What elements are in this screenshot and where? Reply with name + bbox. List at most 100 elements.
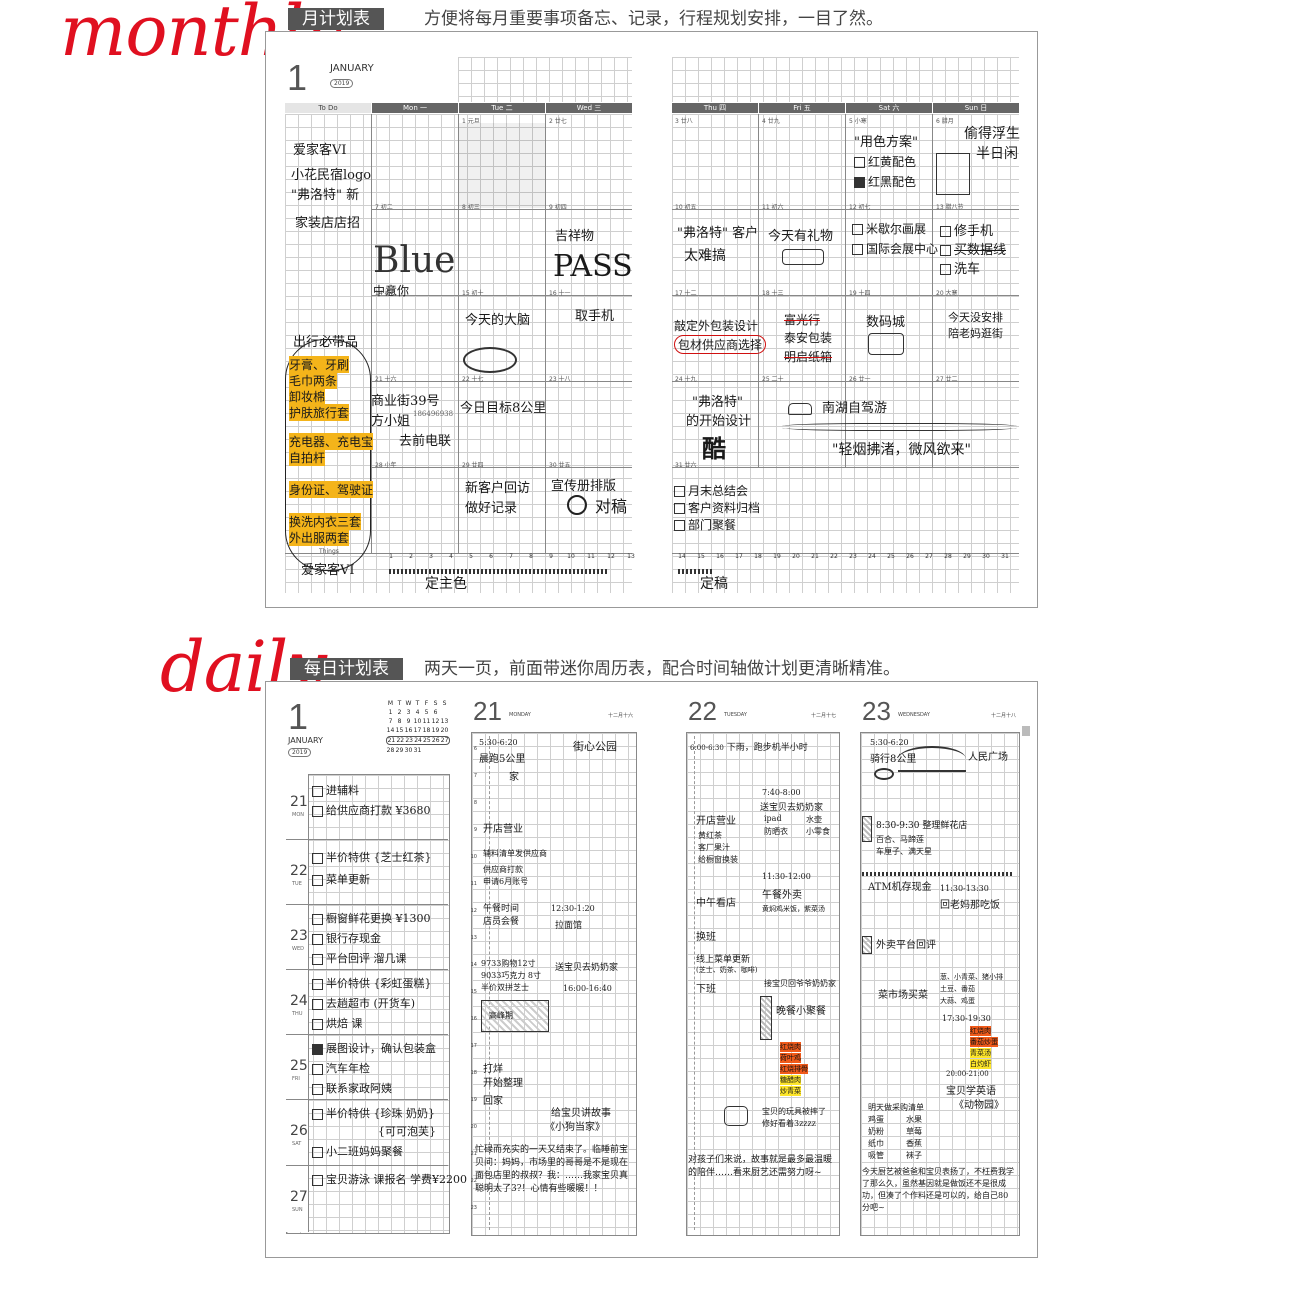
day-lunar: 十二月十八 <box>990 713 1016 719</box>
d21-open: 开店营业 <box>483 824 523 835</box>
week-item: 银行存现金 <box>312 930 381 946</box>
mini-cal-day: 22 <box>396 737 405 744</box>
checkbox-icon <box>312 785 323 797</box>
monthly-big-date: 1 <box>287 57 308 98</box>
week-item-text: 烘焙 课 <box>326 1017 363 1030</box>
d22-d4: 糖醋肉 <box>780 1075 801 1085</box>
mini-cal-day: 16 <box>404 727 413 734</box>
checkbox-icon <box>940 226 951 237</box>
day-label: 11 初六 <box>762 204 784 211</box>
checkbox-icon <box>312 1043 323 1055</box>
d22-open: 开店营业 <box>696 816 736 827</box>
note-yongse: "用色方案" <box>854 135 918 150</box>
hour-labels: 6 7 8 9 10 11 12 13 14 15 16 17 18 19 20… <box>465 736 477 1226</box>
todo-item: 家装店店招 <box>295 216 361 231</box>
d22-d2: 荷叶鸡 <box>780 1053 801 1063</box>
d21-lunch: 午餐时间 <box>483 904 520 914</box>
hour-label: 9 <box>473 827 477 833</box>
page-tab <box>1022 726 1030 736</box>
d23-s5: 纸巾 <box>868 1139 884 1148</box>
d23-shop: 明天做采购清单 <box>868 1103 924 1112</box>
week-row: 23 WED 橱窗鲜花更换 ¥1300 银行存现金 平台回评 溜几课 <box>286 904 448 970</box>
mini-cal-day: 7 <box>388 718 393 725</box>
checkbox-icon <box>854 177 865 188</box>
timeline-tick: 25 <box>887 553 895 560</box>
travel-item: 身份证、驾驶证 <box>289 481 374 498</box>
d23-ride-time: 5:30-6:20 <box>870 738 909 747</box>
note-zuohao: 做好记录 <box>465 501 518 516</box>
timeline-tick: 1 <box>389 553 393 560</box>
mini-cal-day: 25 <box>423 737 431 744</box>
note-pass: PASS <box>553 249 633 284</box>
week-day-num: 24 <box>290 993 308 1009</box>
timeline-tick: 7 <box>509 553 513 560</box>
d22-d5: 炒青菜 <box>780 1086 801 1096</box>
timeline-tick: 19 <box>773 553 781 560</box>
mini-cal-day: 6 <box>433 709 438 716</box>
week-row: 27 SUN 宝贝游泳 课报名 学费¥2200 <box>286 1165 467 1232</box>
week-item: 进辅料 <box>312 782 359 798</box>
week-item: 展图设计，确认包装盒 <box>312 1040 436 1056</box>
mini-cal-day: 8 <box>397 718 402 725</box>
week-item-text: 去趟超市 (开货车) <box>326 997 416 1010</box>
d21-run-time: 5:30-6:20 <box>479 738 518 747</box>
note-qushouji: 取手机 <box>575 309 615 324</box>
mini-cal-day: 11 <box>422 718 431 725</box>
note-jintian-mei: 今天没安排 <box>948 311 1003 324</box>
d21-lunch-time: 12:30-1:20 <box>551 904 595 913</box>
checkbox-icon <box>312 874 323 886</box>
d21-check: 辅料清单发供应商 <box>483 849 547 858</box>
day-timeline <box>692 736 695 1230</box>
mini-cal-day: 13 <box>440 718 449 725</box>
d23-class-time: 17:30-19:30 <box>942 1014 991 1023</box>
week-item-text: 汽车年检 <box>326 1062 370 1075</box>
timeline-tick: 8 <box>529 553 533 560</box>
week-item: 给供应商打款 ¥3680 <box>312 802 431 818</box>
d23-eng: 宝贝学英语 <box>946 1086 996 1097</box>
d22-i2: 客厂果汁 <box>698 843 730 852</box>
mini-cal-day: 30 <box>404 747 413 754</box>
d22-diary: 对孩子们来说，故事就是最多最温暖的陪伴……看来厨艺还需努力呀~ <box>688 1155 833 1178</box>
d23-s8: 袜子 <box>906 1151 922 1160</box>
note-maishuju-text: 买数据线 <box>954 243 1007 258</box>
d23-m2: 土豆、番茄 <box>940 985 975 993</box>
tv-doodle <box>724 1106 748 1126</box>
travel-item: 牙膏、牙刷 <box>289 356 350 373</box>
week-day-dow: MON <box>292 812 304 818</box>
note-mijiale-text: 米歇尔画展 <box>866 222 927 236</box>
hour-label: 22 <box>470 1178 477 1184</box>
note-fuguang: 富光行 <box>784 313 821 327</box>
daily-description: 两天一页，前面带迷你周历表，配合时间轴做计划更清晰精准。 <box>424 659 900 679</box>
week-item-text: 联系家政阿姨 <box>326 1082 392 1095</box>
timeline-tick: 13 <box>627 553 635 560</box>
daily-year: 2019 <box>288 748 312 757</box>
right-timeline-note: 定稿 <box>700 576 728 592</box>
day-label: 10 初五 <box>675 204 697 211</box>
week-item-text: 菜单更新 <box>326 873 370 886</box>
magnifier-doodle <box>567 495 587 515</box>
checkbox-icon <box>940 264 951 275</box>
d21-book: 《小狗当家》 <box>545 1122 605 1133</box>
hour-label: 12 <box>470 908 477 914</box>
note-mijiale: 米歇尔画展 <box>852 220 926 237</box>
monthly-month-name: JANUARY <box>330 63 374 74</box>
d23-s7: 吸管 <box>868 1151 884 1160</box>
week-item: 半价特供 {芝士红茶} <box>312 849 432 865</box>
checkbox-icon <box>312 998 323 1010</box>
week-item-text: 进辅料 <box>326 784 359 797</box>
week-item: 小二班妈妈聚餐 <box>312 1143 403 1159</box>
d22-i1: 黄红茶 <box>698 831 722 840</box>
note-ku: 酷 <box>702 434 726 463</box>
monthly-description: 方便将每月重要事项备忘、记录，行程规划安排，一目了然。 <box>424 9 883 29</box>
day-label: 5 小寒 <box>849 118 867 125</box>
timeline-tick: 11 <box>587 553 595 560</box>
week-divider <box>372 467 632 468</box>
timeline-tick: 17 <box>735 553 743 560</box>
note-honghei: 红黑配色 <box>854 173 916 190</box>
day-label: 16 十一 <box>549 290 571 297</box>
week-item-text: 银行存现金 <box>326 932 381 945</box>
hour-label: 6 <box>473 746 477 752</box>
checkbox-icon <box>674 486 685 497</box>
note-guoji-text: 国际会展中心 <box>866 242 939 256</box>
todo-item: 爱家客VI <box>293 143 347 158</box>
